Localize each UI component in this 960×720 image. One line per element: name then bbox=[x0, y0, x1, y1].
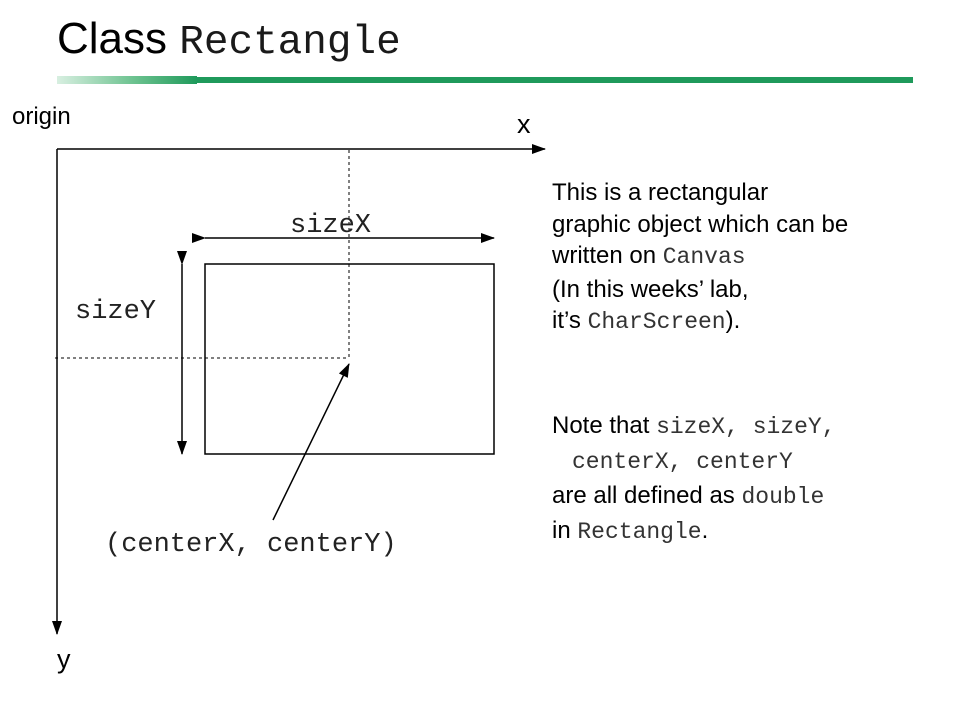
title-class-name: Rectangle bbox=[179, 20, 401, 66]
title-underline-bar bbox=[57, 77, 913, 83]
code-size-fields: sizeX, sizeY, bbox=[656, 414, 836, 440]
center-label: (centerX, centerY) bbox=[105, 530, 397, 560]
note-line: centerX, centerY bbox=[552, 444, 952, 479]
code-canvas: Canvas bbox=[662, 244, 746, 270]
code-rectangle: Rectangle bbox=[577, 519, 702, 545]
code-double: double bbox=[741, 484, 825, 510]
note-line: Note that sizeX, sizeY, bbox=[552, 409, 952, 444]
description-line: it’s CharScreen). bbox=[552, 305, 952, 339]
y-axis-label: y bbox=[57, 644, 71, 674]
description-line: graphic object which can be bbox=[552, 210, 849, 238]
size-y-label: sizeY bbox=[75, 297, 157, 327]
note-text-part: . bbox=[701, 517, 709, 544]
center-pointer-arrow bbox=[272, 363, 350, 521]
x-axis-label: x bbox=[517, 109, 531, 139]
description-line: This is a rectangular bbox=[552, 179, 769, 206]
description-text-part: ). bbox=[725, 307, 741, 334]
origin-label: origin bbox=[12, 103, 71, 130]
slide-title: Class Rectangle bbox=[57, 14, 401, 67]
description-line: written on Canvas bbox=[552, 240, 952, 274]
description-text: This is a rectangular graphic object whi… bbox=[552, 177, 952, 339]
note-line: are all defined as double bbox=[552, 479, 952, 514]
note-text-part: in bbox=[552, 517, 571, 544]
title-prefix: Class bbox=[57, 14, 168, 63]
note-text-part: Note that bbox=[552, 412, 650, 439]
code-center-fields: centerX, centerY bbox=[572, 449, 793, 475]
description-text-part: it’s bbox=[552, 307, 581, 334]
description-text-part: written on bbox=[552, 242, 657, 269]
title-underline-gradient bbox=[57, 76, 197, 84]
size-x-label: sizeX bbox=[290, 211, 372, 241]
description-line: (In this weeks’ lab, bbox=[552, 275, 749, 303]
note-line: in Rectangle. bbox=[552, 514, 952, 549]
code-charscreen: CharScreen bbox=[587, 309, 726, 335]
note-text: Note that sizeX, sizeY, centerX, centerY… bbox=[552, 409, 952, 549]
rectangle-shape bbox=[204, 263, 495, 455]
note-text-part: are all defined as bbox=[552, 482, 735, 509]
